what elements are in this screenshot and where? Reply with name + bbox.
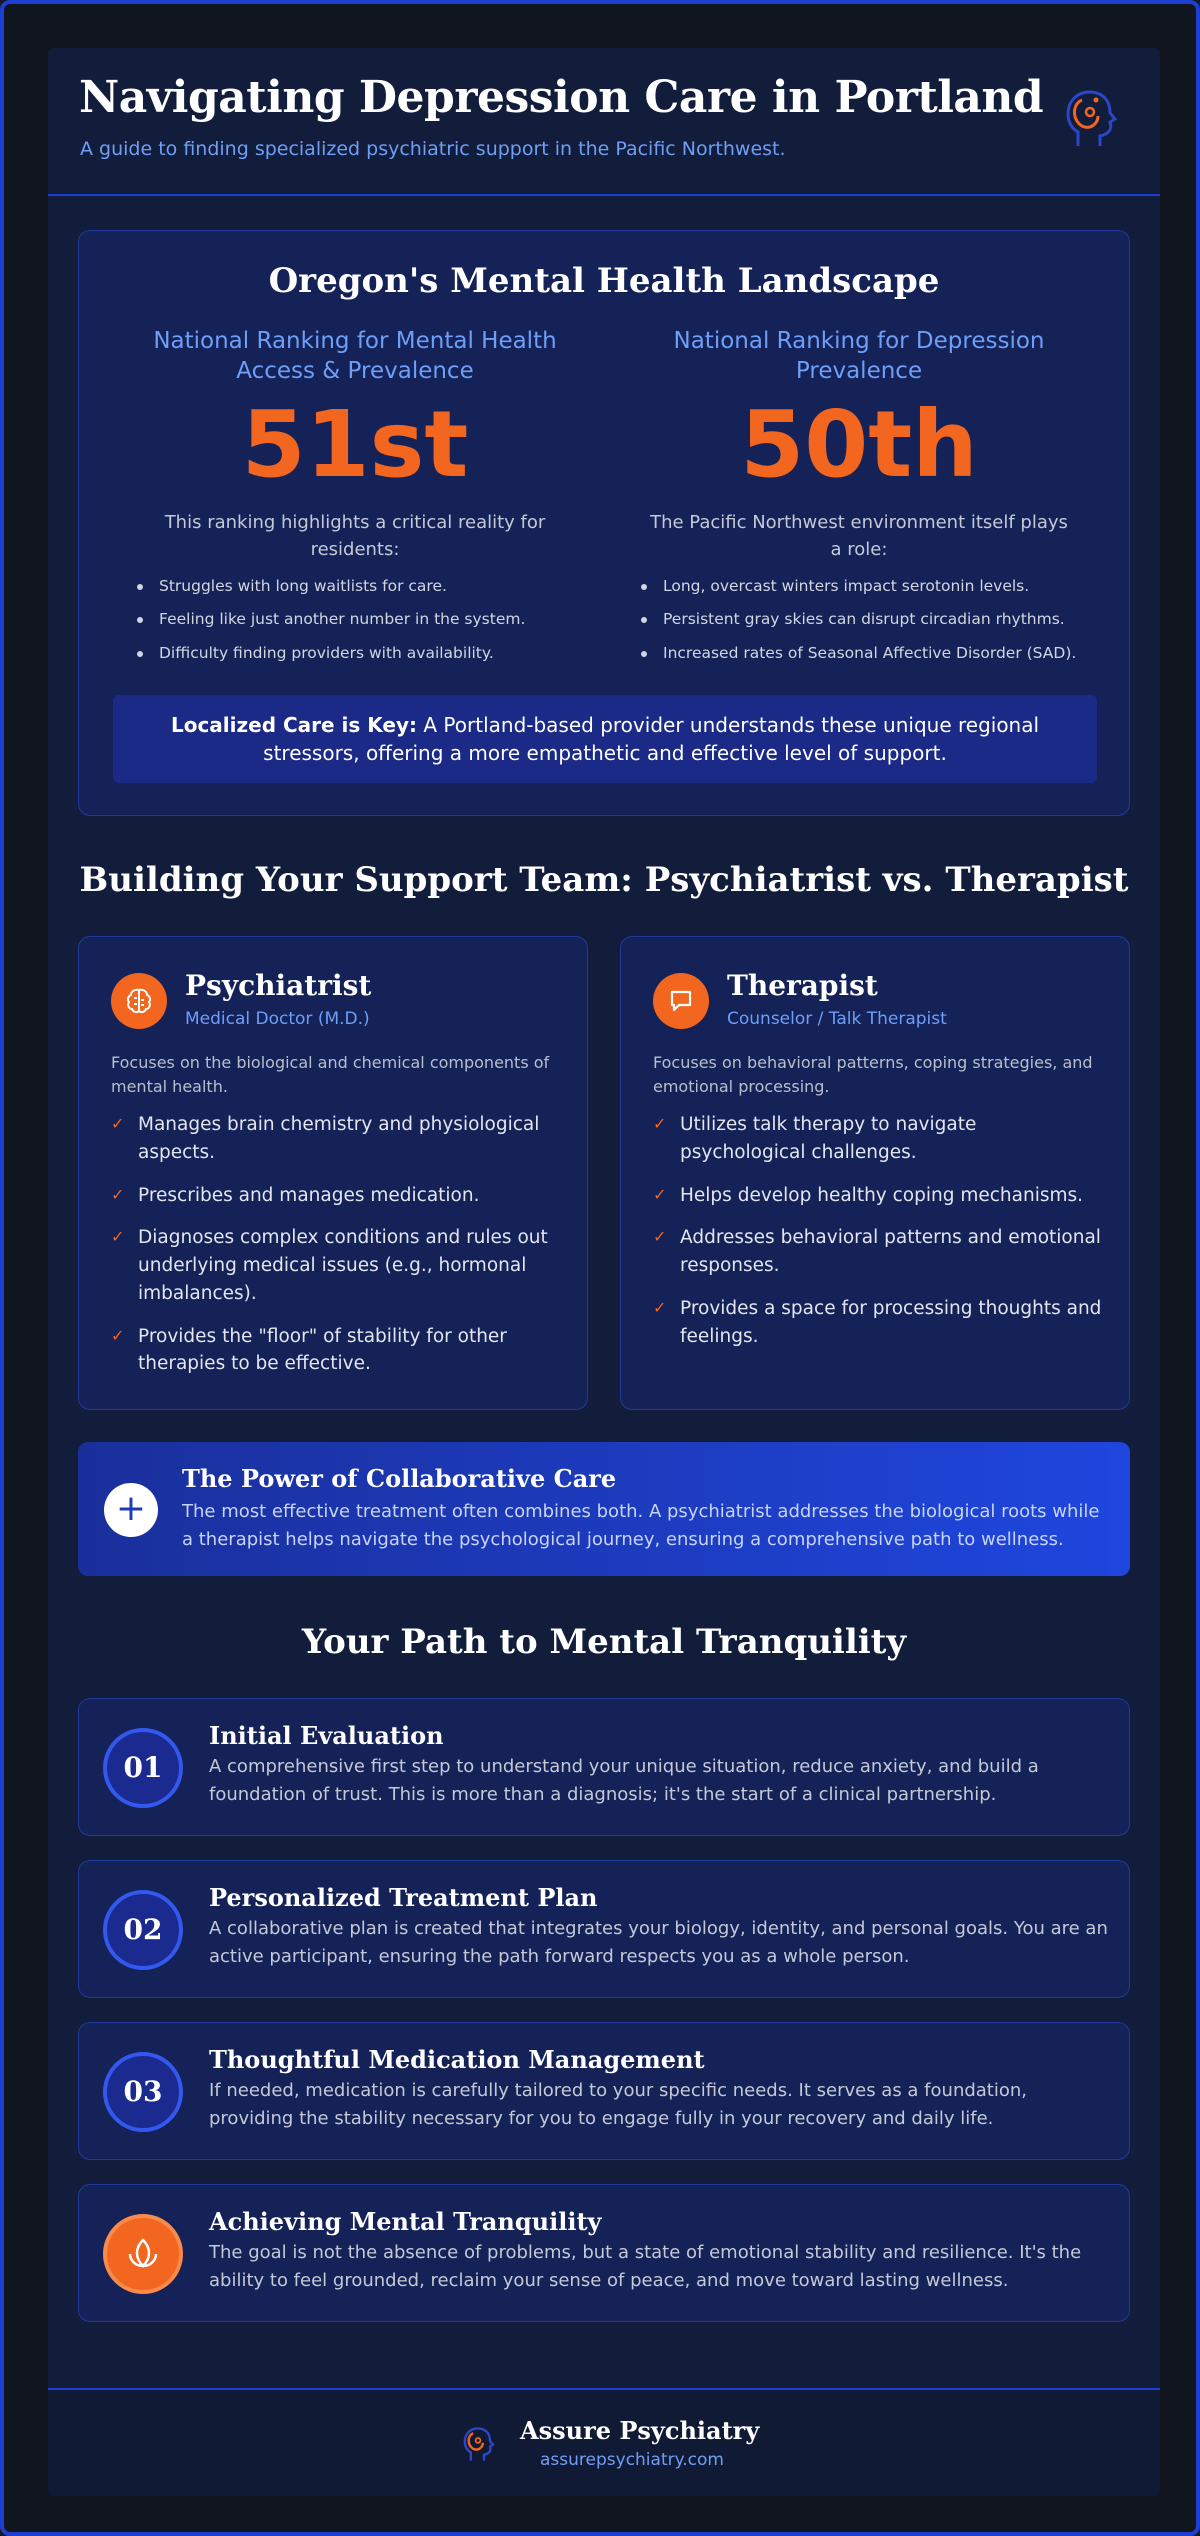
list-item: ✓Diagnoses complex conditions and rules … [111, 1227, 548, 1304]
stat-label: National Ranking for Mental Health Acces… [153, 328, 557, 384]
stat-value: 51st [241, 390, 469, 498]
callout-heading: Localized Care is Key: [170, 713, 418, 737]
stat-points: Struggles with long waitlists for care. … [105, 577, 605, 663]
card-title: Therapist [727, 969, 878, 1002]
head-profile-logo-icon [1066, 90, 1118, 146]
list-item: ✓Addresses behavioral patterns and emoti… [653, 1227, 1101, 1276]
page-subtitle: A guide to finding specialized psychiatr… [80, 138, 786, 160]
footer-brand: Assure Psychiatry [520, 2416, 760, 2445]
stat-points: Long, overcast winters impact serotonin … [609, 577, 1109, 663]
card-role: Counselor / Talk Therapist [727, 1009, 947, 1029]
check-icon: ✓ [111, 1227, 125, 1247]
step-number: 01 [103, 1728, 183, 1808]
check-icon: ✓ [111, 1184, 125, 1204]
step-medication-management: 03 Thoughtful Medication Management If n… [78, 2022, 1130, 2160]
stat-description: This ranking highlights a critical reali… [164, 511, 546, 560]
check-icon: ✓ [111, 1114, 125, 1133]
list-item: Increased rates of Seasonal Affective Di… [639, 644, 1109, 663]
card-role: Medical Doctor (M.D.) [185, 1009, 370, 1029]
card-title: Psychiatrist [185, 969, 372, 1002]
page-title: Navigating Depression Care in Portland [79, 72, 1044, 123]
step-text: A collaborative plan is created that int… [209, 1918, 1108, 1967]
psychiatrist-card: Psychiatrist Medical Doctor (M.D.) Focus… [78, 936, 588, 1410]
stat-value: 50th [740, 390, 978, 498]
header: Navigating Depression Care in Portland A… [48, 48, 1160, 196]
list-item: ✓Provides a space for processing thought… [653, 1297, 1102, 1347]
path-title: Your Path to Mental Tranquility [301, 1622, 907, 1662]
check-icon: ✓ [653, 1227, 667, 1247]
list-item: ✓Manages brain chemistry and physiologic… [111, 1114, 540, 1163]
check-icon: ✓ [653, 1184, 667, 1204]
list-item: ✓Prescribes and manages medication. [111, 1184, 480, 1206]
card-points: ✓Manages brain chemistry and physiologic… [111, 1111, 561, 1393]
collab-text: The most effective treatment often combi… [182, 1501, 1100, 1550]
step-text: The goal is not the absence of problems,… [209, 2242, 1082, 2291]
step-text: If needed, medication is carefully tailo… [209, 2080, 1028, 2129]
support-team-title: Building Your Support Team: Psychiatrist… [79, 860, 1129, 900]
step-title: Achieving Mental Tranquility [209, 2207, 602, 2236]
step-title: Personalized Treatment Plan [209, 1883, 598, 1912]
lotus-icon [103, 2214, 183, 2294]
step-initial-evaluation: 01 Initial Evaluation A comprehensive fi… [78, 1698, 1130, 1836]
head-profile-logo-icon [463, 2427, 495, 2461]
callout-text: A Portland-based provider understands th… [263, 713, 1040, 765]
list-item: ✓Helps develop healthy coping mechanisms… [653, 1184, 1084, 1206]
footer: Assure Psychiatry assurepsychiatry.com [48, 2388, 1160, 2496]
check-icon: ✓ [653, 1297, 667, 1317]
landscape-title: Oregon's Mental Health Landscape [268, 261, 940, 301]
chat-bubble-icon [653, 973, 709, 1029]
landscape-panel: Oregon's Mental Health Landscape Nationa… [78, 230, 1130, 816]
stat-label: National Ranking for Depression Prevalen… [673, 328, 1045, 384]
stat-description: The Pacific Northwest environment itself… [650, 511, 1068, 560]
step-text: A comprehensive first step to understand… [209, 1756, 1039, 1805]
list-item: ✓Provides the "floor" of stability for o… [111, 1325, 507, 1375]
localized-care-callout: Localized Care is Key: A Portland-based … [113, 695, 1097, 783]
list-item: Persistent gray skies can disrupt circad… [639, 610, 1109, 629]
step-mental-tranquility: Achieving Mental Tranquility The goal is… [78, 2184, 1130, 2322]
collaborative-care-banner: + The Power of Collaborative Care The mo… [78, 1442, 1130, 1576]
stat-depression-ranking: National Ranking for Depression Prevalen… [609, 327, 1109, 677]
step-treatment-plan: 02 Personalized Treatment Plan A collabo… [78, 1860, 1130, 1998]
list-item: Long, overcast winters impact serotonin … [639, 577, 1109, 596]
brain-icon [111, 973, 167, 1029]
check-icon: ✓ [111, 1325, 125, 1345]
step-title: Thoughtful Medication Management [209, 2045, 705, 2074]
list-item: ✓Utilizes talk therapy to navigate psych… [653, 1114, 977, 1163]
list-item: Struggles with long waitlists for care. [135, 577, 605, 596]
therapist-card: Therapist Counselor / Talk Therapist Foc… [620, 936, 1130, 1410]
step-number: 02 [103, 1890, 183, 1970]
infographic: Navigating Depression Care in Portland A… [48, 48, 1160, 2496]
card-focus: Focuses on the biological and chemical c… [111, 1053, 550, 1096]
collab-title: The Power of Collaborative Care [182, 1464, 617, 1493]
step-number: 03 [103, 2052, 183, 2132]
step-title: Initial Evaluation [209, 1721, 444, 1750]
stat-access-ranking: National Ranking for Mental Health Acces… [105, 327, 605, 677]
card-points: ✓Utilizes talk therapy to navigate psych… [653, 1111, 1103, 1365]
plus-icon: + [104, 1483, 158, 1537]
list-item: Feeling like just another number in the … [135, 610, 605, 629]
card-focus: Focuses on behavioral patterns, coping s… [653, 1053, 1093, 1096]
list-item: Difficulty finding providers with availa… [135, 644, 605, 663]
footer-url-link[interactable]: assurepsychiatry.com [540, 2450, 724, 2470]
check-icon: ✓ [653, 1114, 667, 1133]
